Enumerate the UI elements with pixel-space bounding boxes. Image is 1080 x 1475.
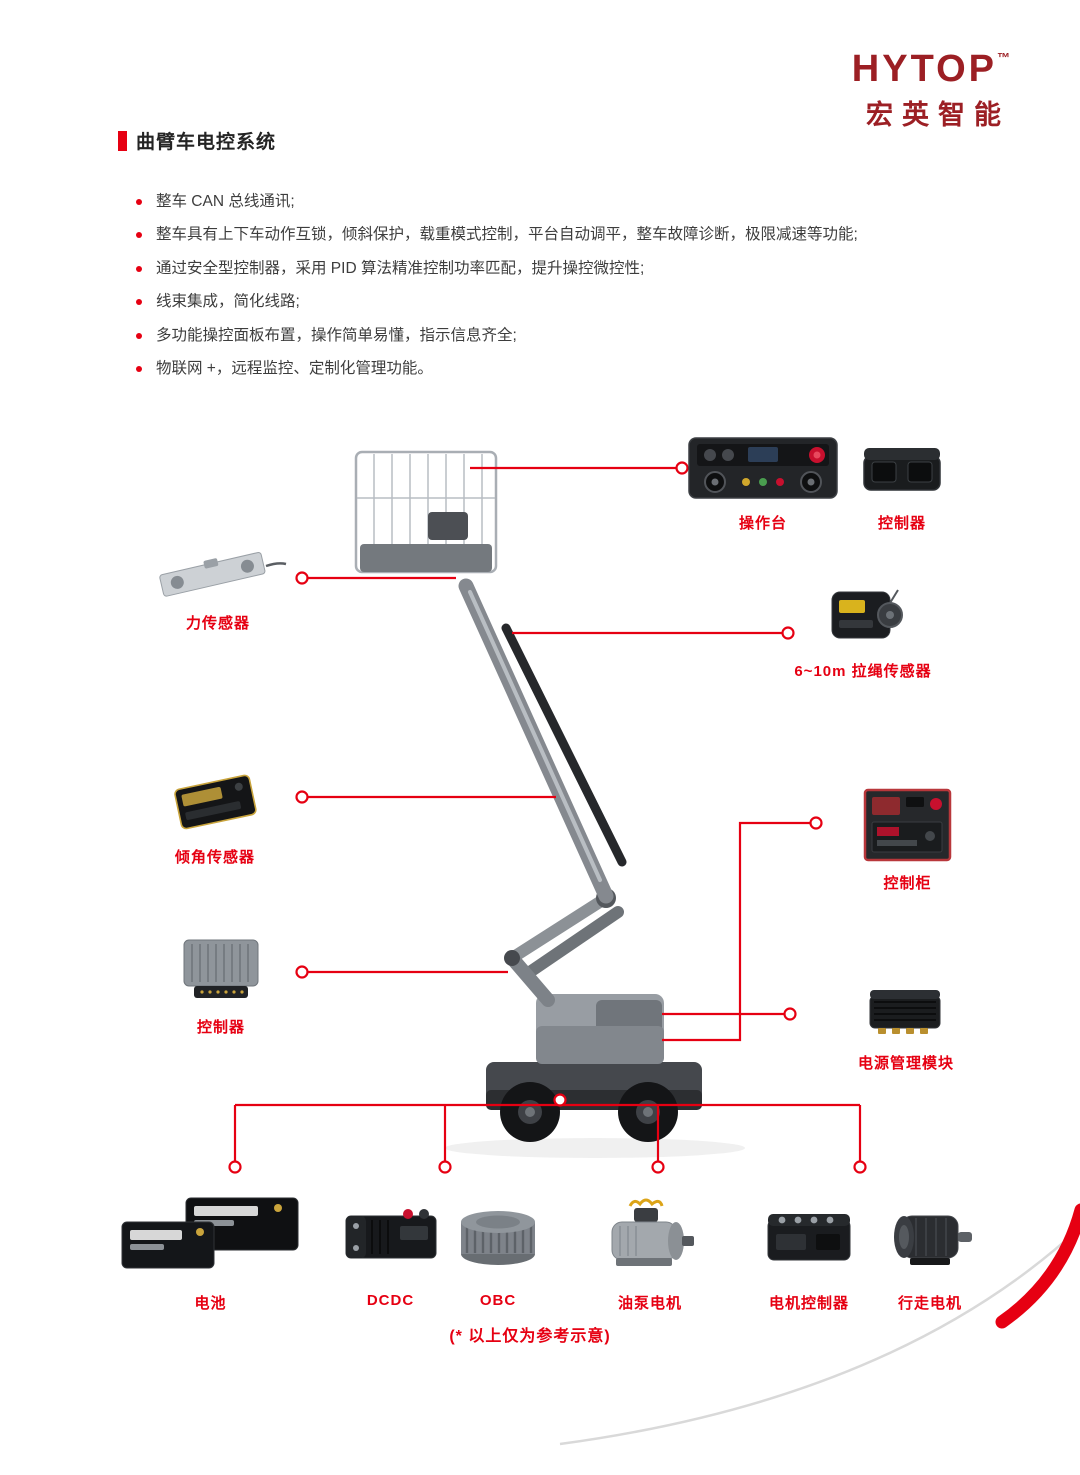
bullet-dot-icon (136, 265, 142, 272)
controller-left-label: 控制器 (196, 1019, 245, 1036)
connector-endpoints (228, 461, 867, 1174)
force-sensor-image (148, 532, 288, 609)
drawwire-sensor-image (826, 582, 908, 651)
controller-top-image (856, 436, 948, 503)
brand-name: HYTOP (851, 48, 997, 90)
machine-illustration (354, 450, 745, 1158)
travel-motor-label: 行走电机 (897, 1295, 962, 1312)
brand-logo: HYTOP™ 宏英智能 (852, 50, 1010, 132)
bullet-text: 通过安全型控制器，采用 PID 算法精准控制功率匹配，提升操控微控性; (156, 259, 645, 277)
oil-pump-motor-label: 油泵电机 (617, 1295, 682, 1312)
oil-pump-motor-image (600, 1196, 700, 1277)
motor-controller-image (760, 1204, 858, 1273)
obc-label: OBC (479, 1292, 517, 1309)
feature-bullet: 整车 CAN 总线通讯; (136, 192, 1046, 211)
bullet-text: 线束集成，简化线路; (156, 293, 300, 311)
footnote: (* 以上仅为参考示意) (449, 1328, 611, 1345)
bullet-text: 多功能操控面板布置，操作简单易懂，指示信息齐全; (156, 326, 517, 344)
console-image (688, 428, 838, 511)
motor-controller-label: 电机控制器 (768, 1295, 849, 1312)
bullet-text: 整车具有上下车动作互锁，倾斜保护，载重模式控制，平台自动调平，整车故障诊断，极限… (156, 226, 858, 244)
feature-list: 整车 CAN 总线通讯; 整车具有上下车动作互锁，倾斜保护，载重模式控制，平台自… (136, 192, 1046, 378)
bullet-text: 物联网 +，远程监控、定制化管理功能。 (156, 359, 433, 377)
control-cabinet-label: 控制柜 (883, 875, 932, 892)
force-sensor-label: 力传感器 (185, 615, 250, 632)
dcdc-label: DCDC (366, 1292, 415, 1309)
battery-image (118, 1192, 303, 1279)
bullet-dot-icon (136, 199, 142, 205)
feature-bullet: 通过安全型控制器，采用 PID 算法精准控制功率匹配，提升操控微控性; (136, 259, 1046, 278)
travel-motor-image (880, 1200, 980, 1277)
controller-left-image (176, 932, 266, 1009)
section-heading: 曲臂车电控系统 (118, 127, 276, 154)
control-cabinet-image (860, 786, 955, 869)
connector-control-cabinet (662, 821, 816, 1042)
bottom-swoosh-red (995, 1203, 1080, 1329)
feature-bullet: 整车具有上下车动作互锁，倾斜保护，载重模式控制，平台自动调平，整车故障诊断，极限… (136, 225, 1046, 244)
bullet-dot-icon (136, 299, 142, 306)
bullet-dot-icon (136, 232, 142, 239)
feature-bullet: 多功能操控面板布置，操作简单易懂，指示信息齐全; (136, 326, 1046, 345)
bullet-text: 整车 CAN 总线通讯; (156, 193, 295, 210)
heading-marker-icon (118, 130, 127, 151)
power-module-label: 电源管理模块 (857, 1055, 954, 1072)
drawwire-sensor-label: 6~10m 拉绳传感器 (794, 663, 932, 680)
feature-bullet: 线束集成，简化线路; (136, 292, 1046, 311)
connector-lines (233, 466, 862, 1162)
controller-top-label: 控制器 (877, 515, 926, 532)
tilt-sensor-image (165, 760, 265, 839)
brand-subtitle: 宏英智能 (866, 100, 1010, 130)
bullet-dot-icon (136, 332, 142, 339)
tilt-sensor-label: 倾角传感器 (174, 849, 255, 866)
console-label: 操作台 (738, 515, 787, 532)
section-title: 曲臂车电控系统 (136, 132, 277, 153)
feature-bullet: 物联网 +，远程监控、定制化管理功能。 (136, 359, 1046, 378)
obc-image (452, 1200, 544, 1275)
brand-trademark: ™ (997, 50, 1010, 65)
battery-label: 电池 (194, 1295, 227, 1312)
power-module-image (862, 980, 947, 1047)
dcdc-image (338, 1202, 443, 1273)
bullet-dot-icon (136, 365, 142, 372)
